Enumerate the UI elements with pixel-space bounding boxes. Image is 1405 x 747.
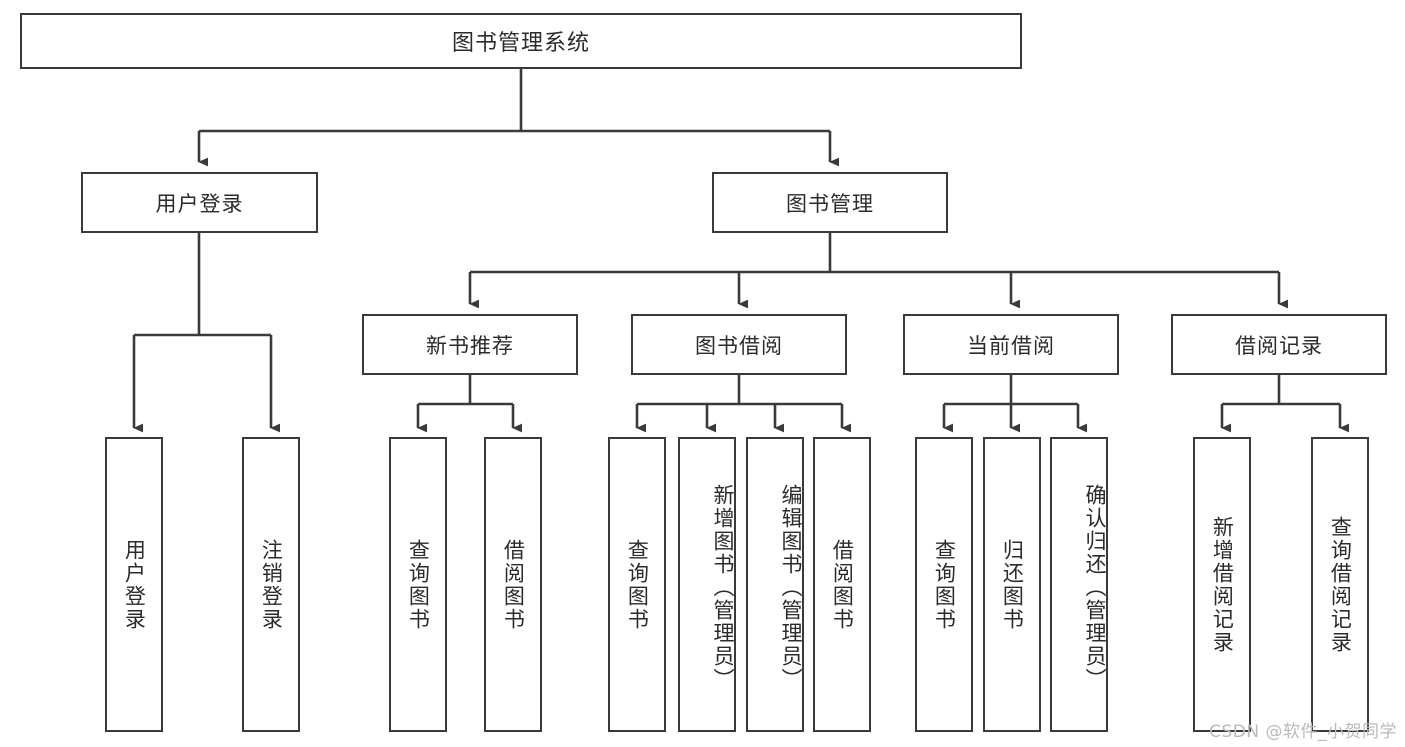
leaf-book-borrow-add-book-admin[interactable]: 新增图书（管理员）: [678, 437, 736, 732]
node-book-borrowing[interactable]: 图书借阅: [631, 314, 847, 375]
node-book-management[interactable]: 图书管理: [712, 172, 948, 233]
node-root-library-management-system[interactable]: 图书管理系统: [20, 13, 1022, 69]
leaf-current-borrow-query-books[interactable]: 查询图书: [915, 437, 973, 732]
leaf-borrow-record-add-record[interactable]: 新增借阅记录: [1193, 437, 1251, 732]
leaf-current-borrow-confirm-return-admin[interactable]: 确认归还（管理员）: [1050, 437, 1108, 732]
leaf-user-login-login[interactable]: 用户登录: [105, 437, 163, 732]
node-new-book-recommendation[interactable]: 新书推荐: [362, 314, 578, 375]
leaf-new-book-borrow-books[interactable]: 借阅图书: [484, 437, 542, 732]
leaf-user-login-logout[interactable]: 注销登录: [242, 437, 300, 732]
leaf-borrow-record-query-record[interactable]: 查询借阅记录: [1311, 437, 1369, 732]
leaf-book-borrow-edit-book-admin[interactable]: 编辑图书（管理员）: [746, 437, 804, 732]
node-current-borrowing[interactable]: 当前借阅: [903, 314, 1119, 375]
node-borrowing-record[interactable]: 借阅记录: [1171, 314, 1387, 375]
leaf-book-borrow-query-books[interactable]: 查询图书: [608, 437, 666, 732]
leaf-current-borrow-return-books[interactable]: 归还图书: [983, 437, 1041, 732]
node-user-login[interactable]: 用户登录: [81, 172, 318, 233]
leaf-new-book-query-books[interactable]: 查询图书: [389, 437, 447, 732]
leaf-book-borrow-borrow-books[interactable]: 借阅图书: [813, 437, 871, 732]
